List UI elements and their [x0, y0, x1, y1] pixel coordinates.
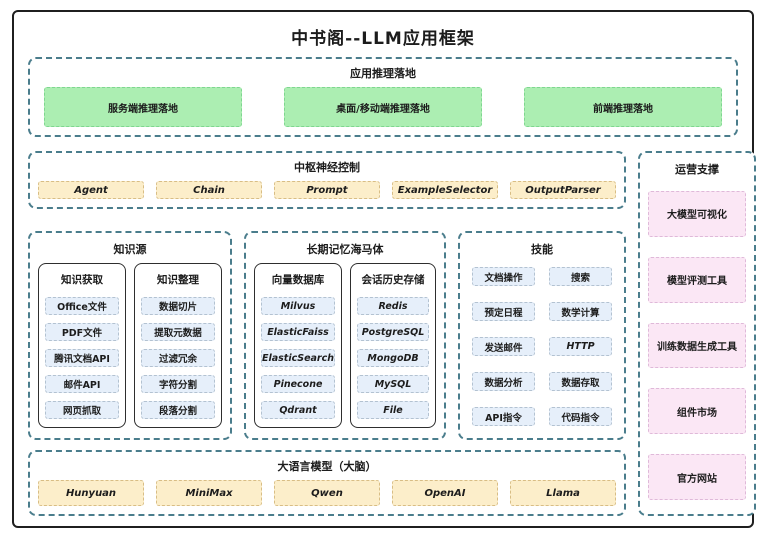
node-minimax: MiniMax — [156, 480, 262, 506]
node-mysql: MySQL — [357, 375, 429, 393]
node-web-scrape: 网页抓取 — [45, 401, 119, 419]
skills-grid: 文档操作 预定日程 发送邮件 数据分析 API指令 搜索 数学计算 HTTP 数… — [468, 263, 616, 428]
node-milvus: Milvus — [261, 297, 336, 315]
node-data-slice: 数据切片 — [141, 297, 215, 315]
node-desktop-mobile-inference: 桌面/移动端推理落地 — [284, 87, 482, 127]
section-long-term-memory: 长期记忆海马体 向量数据库 Milvus ElasticFaiss Elasti… — [244, 231, 446, 440]
node-file: File — [357, 401, 429, 419]
node-qwen: Qwen — [274, 480, 380, 506]
diagram-title: 中书阁--LLM应用框架 — [291, 29, 475, 49]
node-doc-ops: 文档操作 — [472, 267, 535, 286]
node-pinecone: Pinecone — [261, 375, 336, 393]
node-mongodb: MongoDB — [357, 349, 429, 367]
operations-items: 大模型可视化 模型评测工具 训练数据生成工具 组件市场 官方网站 — [648, 191, 746, 500]
section-skills-title: 技能 — [531, 243, 553, 256]
node-hunyuan: Hunyuan — [38, 480, 144, 506]
skills-column-left: 文档操作 预定日程 发送邮件 数据分析 API指令 — [472, 267, 535, 426]
central-control-row: Agent Chain Prompt ExampleSelector Outpu… — [38, 181, 616, 199]
node-tencent-doc-api: 腾讯文档API — [45, 349, 119, 367]
node-agent: Agent — [38, 181, 144, 199]
node-output-parser: OutputParser — [510, 181, 616, 199]
node-paragraph-split: 段落分割 — [141, 401, 215, 419]
node-postgresql: PostgreSQL — [357, 323, 429, 341]
node-http: HTTP — [549, 337, 612, 356]
node-example-selector: ExampleSelector — [392, 181, 498, 199]
section-skills: 技能 文档操作 预定日程 发送邮件 数据分析 API指令 搜索 数学计算 H — [458, 231, 626, 440]
left-column: 中枢神经控制 Agent Chain Prompt ExampleSelecto… — [28, 151, 626, 516]
llm-row: Hunyuan MiniMax Qwen OpenAI Llama — [38, 480, 616, 506]
section-app-inference: 应用推理落地 服务端推理落地 桌面/移动端推理落地 前端推理落地 — [28, 57, 738, 137]
node-prompt: Prompt — [274, 181, 380, 199]
node-qdrant: Qdrant — [261, 401, 336, 419]
node-elasticsearch: ElasticSearch — [261, 349, 336, 367]
node-training-data-tool: 训练数据生成工具 — [648, 322, 746, 369]
subcol-knowledge-acquire-title: 知识获取 — [61, 274, 103, 286]
node-mail-api: 邮件API — [45, 375, 119, 393]
node-redis: Redis — [357, 297, 429, 315]
node-api-command: API指令 — [472, 407, 535, 426]
subcol-session-history: 会话历史存储 Redis PostgreSQL MongoDB MySQL Fi… — [350, 263, 436, 428]
node-search: 搜索 — [549, 267, 612, 286]
subcol-knowledge-acquire: 知识获取 Office文件 PDF文件 腾讯文档API 邮件API 网页抓取 — [38, 263, 126, 428]
subcol-knowledge-organize: 知识整理 数据切片 提取元数据 过滤冗余 字符分割 段落分割 — [134, 263, 222, 428]
section-llm-title: 大语言模型（大脑） — [277, 460, 377, 473]
subcol-vector-db: 向量数据库 Milvus ElasticFaiss ElasticSearch … — [254, 263, 343, 428]
node-schedule: 预定日程 — [472, 302, 535, 321]
node-llm-visualization: 大模型可视化 — [648, 191, 746, 237]
middle-row: 知识源 知识获取 Office文件 PDF文件 腾讯文档API 邮件API 网页… — [28, 231, 626, 440]
node-frontend-inference: 前端推理落地 — [524, 87, 722, 127]
subcol-session-history-title: 会话历史存储 — [361, 274, 425, 286]
node-chain: Chain — [156, 181, 262, 199]
node-send-mail: 发送邮件 — [472, 337, 535, 356]
subcol-knowledge-organize-title: 知识整理 — [157, 274, 199, 286]
node-server-inference: 服务端推理落地 — [44, 87, 242, 127]
node-model-eval-tool: 模型评测工具 — [648, 256, 746, 303]
node-pdf-file: PDF文件 — [45, 323, 119, 341]
node-data-analysis: 数据分析 — [472, 372, 535, 391]
node-llama: Llama — [510, 480, 616, 506]
node-openai: OpenAI — [392, 480, 498, 506]
node-code-command: 代码指令 — [549, 407, 612, 426]
node-filter-redundancy: 过滤冗余 — [141, 349, 215, 367]
node-office-file: Office文件 — [45, 297, 119, 315]
section-llm: 大语言模型（大脑） Hunyuan MiniMax Qwen OpenAI Ll… — [28, 450, 626, 516]
node-char-split: 字符分割 — [141, 375, 215, 393]
node-component-market: 组件市场 — [648, 388, 746, 435]
section-app-inference-title: 应用推理落地 — [350, 67, 416, 80]
app-inference-row: 服务端推理落地 桌面/移动端推理落地 前端推理落地 — [38, 87, 728, 127]
section-central-control-title: 中枢神经控制 — [294, 161, 360, 174]
section-knowledge-source-title: 知识源 — [113, 243, 147, 256]
skills-column-right: 搜索 数学计算 HTTP 数据存取 代码指令 — [549, 267, 612, 426]
node-extract-metadata: 提取元数据 — [141, 323, 215, 341]
section-central-control: 中枢神经控制 Agent Chain Prompt ExampleSelecto… — [28, 151, 626, 209]
node-data-store: 数据存取 — [549, 372, 612, 391]
section-knowledge-source: 知识源 知识获取 Office文件 PDF文件 腾讯文档API 邮件API 网页… — [28, 231, 232, 440]
knowledge-source-columns: 知识获取 Office文件 PDF文件 腾讯文档API 邮件API 网页抓取 知… — [38, 263, 222, 428]
long-term-memory-columns: 向量数据库 Milvus ElasticFaiss ElasticSearch … — [254, 263, 436, 428]
node-math-calc: 数学计算 — [549, 302, 612, 321]
subcol-vector-db-title: 向量数据库 — [271, 274, 325, 286]
node-elasticfaiss: ElasticFaiss — [261, 323, 336, 341]
section-operations-title: 运营支撑 — [675, 163, 719, 176]
diagram-body: 中枢神经控制 Agent Chain Prompt ExampleSelecto… — [28, 151, 756, 516]
framework-frame: 中书阁--LLM应用框架 应用推理落地 服务端推理落地 桌面/移动端推理落地 前… — [12, 10, 756, 528]
section-long-term-memory-title: 长期记忆海马体 — [306, 243, 384, 256]
section-operations: 运营支撑 大模型可视化 模型评测工具 训练数据生成工具 组件市场 官方网站 — [638, 151, 756, 516]
node-official-website: 官方网站 — [648, 454, 746, 500]
